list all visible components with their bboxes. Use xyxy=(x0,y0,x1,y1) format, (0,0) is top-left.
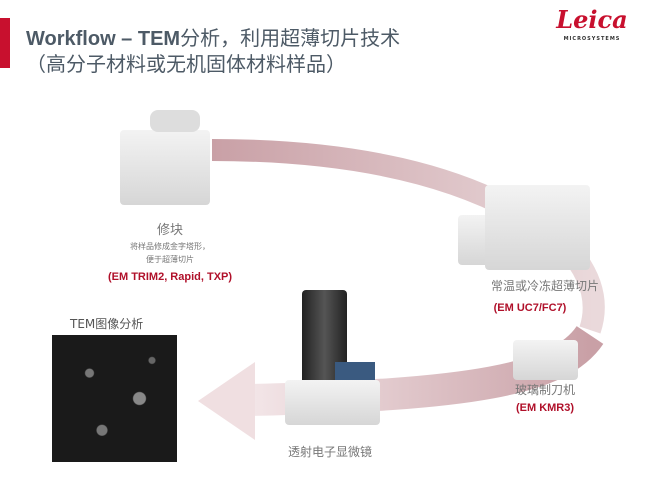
logo-word: Leica xyxy=(556,5,628,34)
title-prefix: Workflow – TEM xyxy=(26,28,181,50)
em-uc7-image xyxy=(485,185,590,270)
slide-title: Workflow – TEM分析，利用超薄切片技术 xyxy=(26,26,400,50)
slide-subtitle: （高分子材料或无机固体材料样品） xyxy=(26,52,346,76)
leica-logo: Leica MICROSYSTEMS xyxy=(552,6,632,43)
step-title: 透射电子显微镜 xyxy=(287,445,372,459)
step-title: 修块 xyxy=(156,223,183,238)
em-trim-image xyxy=(120,130,210,205)
tem-desk-image xyxy=(285,380,380,425)
step-desc: 便于超薄切片 xyxy=(146,255,194,264)
logo-sub: MICROSYSTEMS xyxy=(563,36,621,42)
em-kmr3-image xyxy=(513,340,578,380)
title-rest: 分析，利用超薄切片技术 xyxy=(180,26,401,50)
tem-monitor-image xyxy=(335,362,375,380)
arrow-head xyxy=(198,362,255,440)
step-model: (EM TRIM2, Rapid, TXP) xyxy=(107,271,233,283)
step-title: 玻璃制刀机 xyxy=(514,383,575,397)
accent-bar xyxy=(0,18,10,68)
step-title: TEM图像分析 xyxy=(70,317,144,331)
step-title: 常温或冷冻超薄切片 xyxy=(490,279,599,293)
trim-microscope-image xyxy=(150,110,200,132)
step-model: (EM UC7/FC7) xyxy=(493,302,567,314)
step-model: (EM KMR3) xyxy=(515,402,575,414)
step-desc: 将样品修成金字塔形， xyxy=(130,242,210,251)
tem-micrograph-image xyxy=(52,335,177,462)
